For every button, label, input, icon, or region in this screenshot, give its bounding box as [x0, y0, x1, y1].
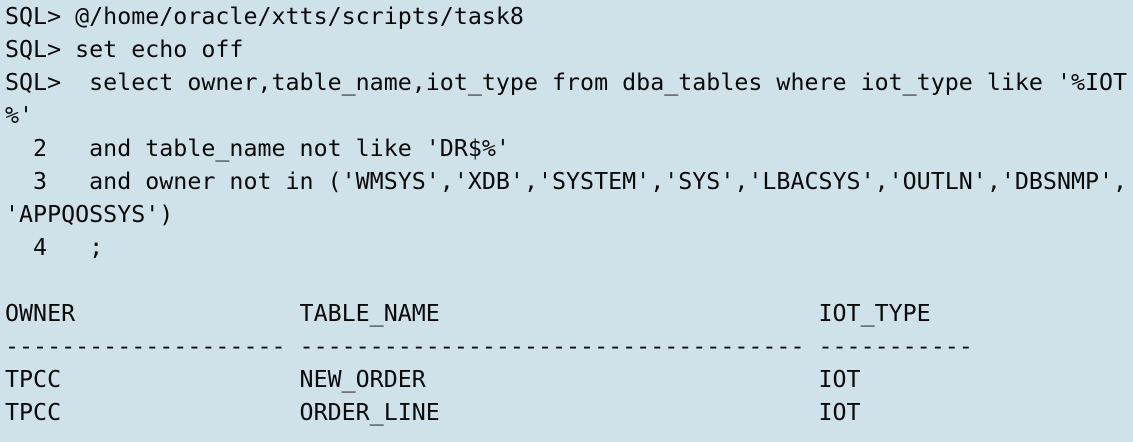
terminal-line-select: SQL> select owner,table_name,iot_type fr… [5, 69, 1128, 96]
terminal-line-3-wrap: 'APPQOSSYS') [5, 201, 174, 228]
terminal-line-4: 4 ; [5, 234, 104, 261]
table-row: TPCC NEW_ORDER IOT [5, 366, 861, 393]
terminal-line-3: 3 and owner not in ('WMSYS','XDB','SYSTE… [5, 168, 1128, 195]
terminal-line-script-call: SQL> @/home/oracle/xtts/scripts/task8 [5, 3, 524, 30]
table-row: TPCC ORDER_LINE IOT [5, 399, 861, 426]
result-separator: -------------------- -------------------… [5, 333, 973, 360]
terminal-line-2: 2 and table_name not like 'DR$%' [5, 135, 510, 162]
result-header: OWNER TABLE_NAME IOT_TYPE [5, 300, 931, 327]
terminal-line-select-wrap: %' [5, 102, 34, 129]
terminal-line-set-echo: SQL> set echo off [5, 36, 244, 63]
